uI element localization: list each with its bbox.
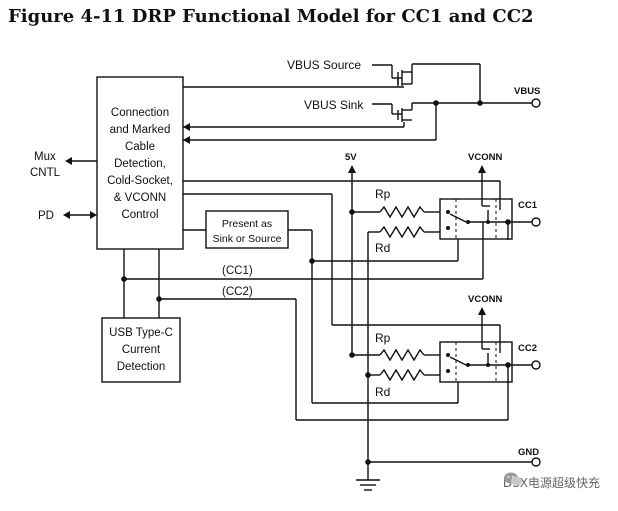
ground-symbol-icon xyxy=(356,479,380,491)
gnd-junction-1 xyxy=(365,372,371,378)
rd1-resistor xyxy=(379,225,425,239)
cc1-switch-box xyxy=(439,198,513,240)
cc2-label: CC2 xyxy=(518,343,537,354)
cc2-sense-label: (CC2) xyxy=(222,286,253,298)
control-line-5: Cold-Socket, xyxy=(107,175,173,187)
wechat-icon xyxy=(503,472,522,486)
vbus-source-switch xyxy=(391,63,480,86)
vbus-sense-arrow-icon xyxy=(183,136,190,144)
gnd-label: GND xyxy=(518,447,539,458)
cc1-switch-blade xyxy=(449,213,467,223)
vbus-source-label: VBUS Source xyxy=(287,58,361,72)
control-line-3: Cable xyxy=(125,141,155,153)
pd-arrow-right-icon xyxy=(90,211,97,219)
watermark-text: DSX电源超级快充 xyxy=(502,475,600,490)
vconn1-arrow-icon xyxy=(478,165,486,173)
present-line-2: Sink or Source xyxy=(213,233,282,245)
cc1-terminal xyxy=(531,217,541,227)
cc1-label: CC1 xyxy=(518,200,538,211)
vbus-junction xyxy=(477,100,483,106)
vconn1-label: VCONN xyxy=(468,152,502,163)
watermark: DSX电源超级快充 xyxy=(503,471,600,493)
rd2-resistor xyxy=(379,368,425,382)
rp2-resistor xyxy=(379,348,425,362)
cc1-sense-label: (CC1) xyxy=(222,265,253,277)
vbus-sink-label: VBUS Sink xyxy=(304,98,364,112)
five-v-label: 5V xyxy=(345,152,357,163)
control-line-1: Connection xyxy=(111,107,169,119)
sink-gate-arrow-icon xyxy=(183,123,190,131)
pd-arrow-left-icon xyxy=(63,211,70,219)
mux-label: Mux xyxy=(34,151,56,163)
current-detection-block xyxy=(101,317,181,383)
control-line-2: and Marked xyxy=(110,124,171,136)
rp1-resistor xyxy=(379,205,425,219)
current-line-1: USB Type-C xyxy=(109,327,173,339)
cc2-terminal xyxy=(531,360,541,370)
cc2-contact-a xyxy=(446,353,450,357)
control-line-7: Control xyxy=(121,209,158,221)
vconn2-label: VCONN xyxy=(468,294,502,305)
current-line-2: Current xyxy=(122,344,161,356)
five-v-arrow-icon xyxy=(348,165,356,173)
control-line-6: & VCONN xyxy=(114,192,166,204)
control-block xyxy=(96,76,184,250)
rd1-label: Rd xyxy=(375,241,390,255)
cc2-contact-b xyxy=(446,369,450,373)
control-line-4: Detection, xyxy=(114,158,166,170)
vbus-label: VBUS xyxy=(514,86,540,97)
vconn2-arrow-icon xyxy=(478,307,486,315)
current-line-3: Detection xyxy=(117,361,166,373)
cc1-contact-a xyxy=(446,210,450,214)
cc2-switch-box xyxy=(439,341,513,383)
rp2-label: Rp xyxy=(375,331,391,345)
cc1-contact-b xyxy=(446,226,450,230)
present-line-1: Present as xyxy=(222,218,272,230)
gnd-terminal xyxy=(531,457,541,467)
pd-label: PD xyxy=(38,210,54,222)
cc2-switch-blade xyxy=(449,356,467,366)
figure-title: Figure 4-11 DRP Functional Model for CC1… xyxy=(8,6,534,27)
vbus-terminal xyxy=(531,98,541,108)
mux-arrow-icon xyxy=(65,157,72,165)
vbus-sink-switch xyxy=(391,102,480,122)
cntl-label: CNTL xyxy=(30,167,61,179)
rd2-label: Rd xyxy=(375,385,390,399)
rp1-label: Rp xyxy=(375,187,391,201)
